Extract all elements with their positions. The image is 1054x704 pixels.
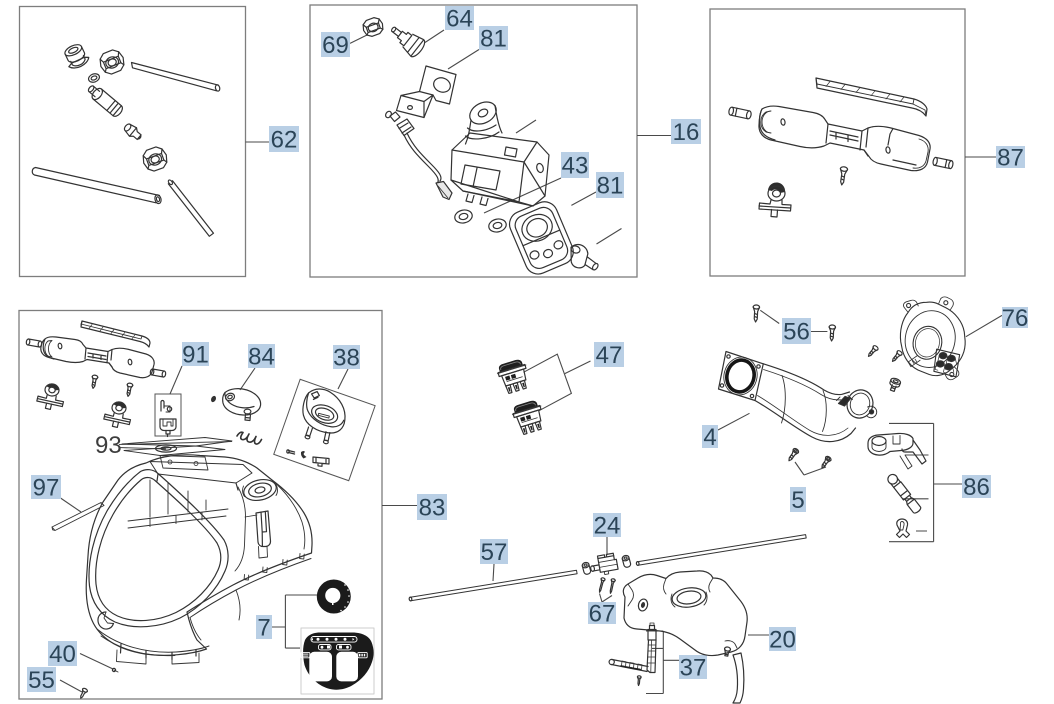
svg-text:55: 55 bbox=[28, 667, 55, 694]
svg-text:5: 5 bbox=[791, 487, 804, 514]
svg-text:16: 16 bbox=[673, 119, 700, 146]
svg-text:81: 81 bbox=[480, 25, 507, 52]
svg-text:76: 76 bbox=[1002, 305, 1029, 332]
svg-text:37: 37 bbox=[680, 654, 707, 681]
svg-text:62: 62 bbox=[271, 126, 298, 153]
svg-text:91: 91 bbox=[182, 341, 209, 368]
svg-text:81: 81 bbox=[597, 172, 624, 199]
svg-text:87: 87 bbox=[997, 144, 1024, 171]
svg-text:86: 86 bbox=[963, 474, 990, 501]
svg-text:97: 97 bbox=[33, 474, 60, 501]
svg-text:7: 7 bbox=[257, 614, 270, 641]
svg-text:64: 64 bbox=[446, 5, 473, 32]
svg-text:83: 83 bbox=[419, 494, 446, 521]
svg-text:38: 38 bbox=[333, 344, 360, 371]
svg-text:56: 56 bbox=[783, 318, 810, 345]
svg-text:43: 43 bbox=[562, 152, 589, 179]
svg-text:4: 4 bbox=[703, 424, 716, 451]
svg-text:47: 47 bbox=[596, 342, 623, 369]
svg-text:84: 84 bbox=[248, 343, 275, 370]
svg-text:93: 93 bbox=[95, 432, 122, 459]
svg-text:57: 57 bbox=[481, 539, 508, 566]
svg-text:69: 69 bbox=[322, 32, 349, 59]
svg-text:24: 24 bbox=[594, 512, 621, 539]
svg-text:40: 40 bbox=[49, 641, 76, 668]
svg-text:20: 20 bbox=[769, 626, 796, 653]
svg-text:67: 67 bbox=[589, 600, 616, 627]
